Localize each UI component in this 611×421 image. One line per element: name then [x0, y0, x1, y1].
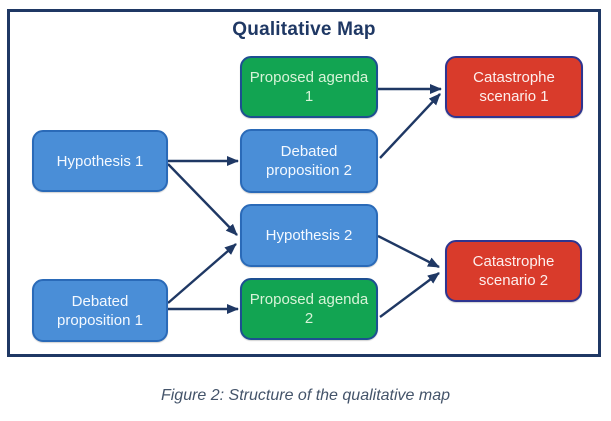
node-catastrophe-scenario-2: Catastrophe scenario 2 — [445, 240, 582, 302]
node-catastrophe-scenario-1: Catastrophe scenario 1 — [445, 56, 583, 118]
node-debated-proposition-1: Debated proposition 1 — [32, 279, 168, 342]
figure-caption: Figure 2: Structure of the qualitative m… — [160, 387, 451, 404]
node-debated-proposition-2: Debated proposition 2 — [240, 129, 378, 193]
node-hypothesis-2: Hypothesis 2 — [240, 204, 378, 267]
node-hypothesis-1: Hypothesis 1 — [32, 130, 168, 192]
node-proposed-agenda-2: Proposed agenda 2 — [240, 278, 378, 340]
diagram-title: Qualitative Map — [232, 19, 376, 40]
node-proposed-agenda-1: Proposed agenda 1 — [240, 56, 378, 118]
